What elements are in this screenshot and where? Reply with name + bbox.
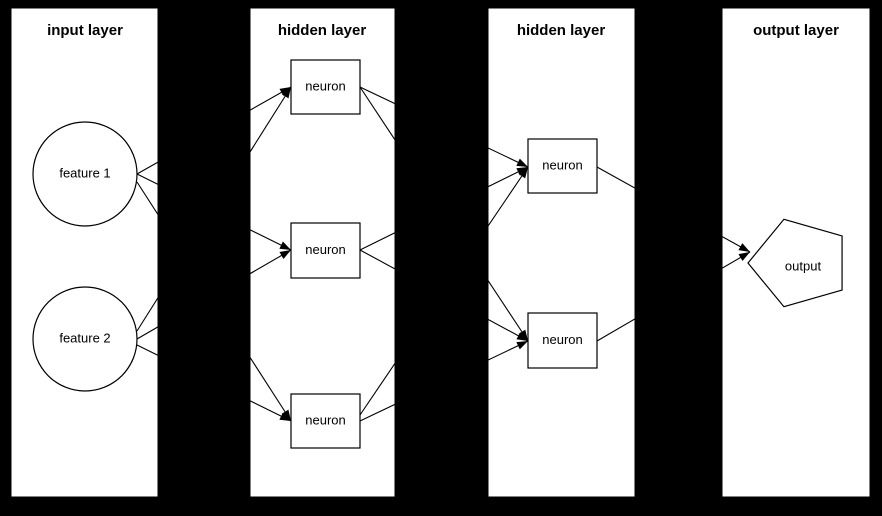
node-label-h1n1: neuron [305, 78, 345, 93]
panel-background-hidden2 [487, 7, 636, 498]
node-h1n3[interactable]: neuron [290, 393, 361, 449]
node-label-h2n1: neuron [542, 157, 582, 172]
node-label-h1n2: neuron [305, 242, 345, 257]
arrow-head-icon [516, 341, 528, 350]
node-rect-h2n2 [527, 312, 598, 369]
panel-input[interactable]: input layer [10, 7, 159, 498]
arrow-head-icon [738, 252, 750, 261]
panel-output[interactable]: output layer [721, 7, 871, 498]
arrow-head-icon [281, 409, 291, 421]
node-feature2[interactable]: feature 2 [32, 286, 138, 392]
node-rect-h1n3 [290, 393, 361, 449]
node-label-h2n2: neuron [542, 332, 582, 347]
edges-group [136, 86, 751, 422]
panel-hidden2[interactable]: hidden layer [487, 7, 636, 498]
node-label-feature2: feature 2 [59, 330, 110, 345]
node-label-out: output [785, 258, 822, 273]
arrow-head-icon [516, 158, 528, 167]
arrow-head-icon [516, 332, 528, 341]
node-rect-h1n2 [290, 222, 361, 279]
node-h2n2[interactable]: neuron [527, 312, 598, 369]
arrow-head-icon [281, 87, 291, 99]
panel-title-input: input layer [47, 22, 123, 39]
arrow-head-icon [279, 241, 291, 250]
node-rect-h2n1 [527, 138, 598, 194]
panel-background-input [10, 7, 159, 498]
node-circle-feature1 [32, 121, 138, 227]
arrow-head-icon [279, 250, 291, 259]
panel-title-hidden2: hidden layer [517, 22, 606, 39]
panel-title-hidden1: hidden layer [278, 22, 367, 39]
node-pentagon-out [747, 218, 843, 308]
arrow-head-icon [518, 329, 528, 341]
arrow-head-icon [279, 412, 291, 421]
node-h1n1[interactable]: neuron [290, 59, 361, 115]
arrow-head-icon [738, 243, 750, 252]
arrow-head-icon [518, 167, 528, 179]
nodes-group: feature 1 feature 2 neuron neuron neuron neur… [32, 59, 843, 449]
node-out[interactable]: output [747, 218, 843, 308]
node-rect-h1n1 [290, 59, 361, 115]
node-circle-feature2 [32, 286, 138, 392]
panels-group: input layer hidden layer hidden layer outpu… [10, 7, 871, 498]
node-label-feature1: feature 1 [59, 165, 110, 180]
node-feature1[interactable]: feature 1 [32, 121, 138, 227]
node-label-h1n3: neuron [305, 412, 345, 427]
node-h2n1[interactable]: neuron [527, 138, 598, 194]
node-h1n2[interactable]: neuron [290, 222, 361, 279]
arrow-head-icon [279, 87, 291, 96]
panel-title-output: output layer [753, 22, 839, 39]
